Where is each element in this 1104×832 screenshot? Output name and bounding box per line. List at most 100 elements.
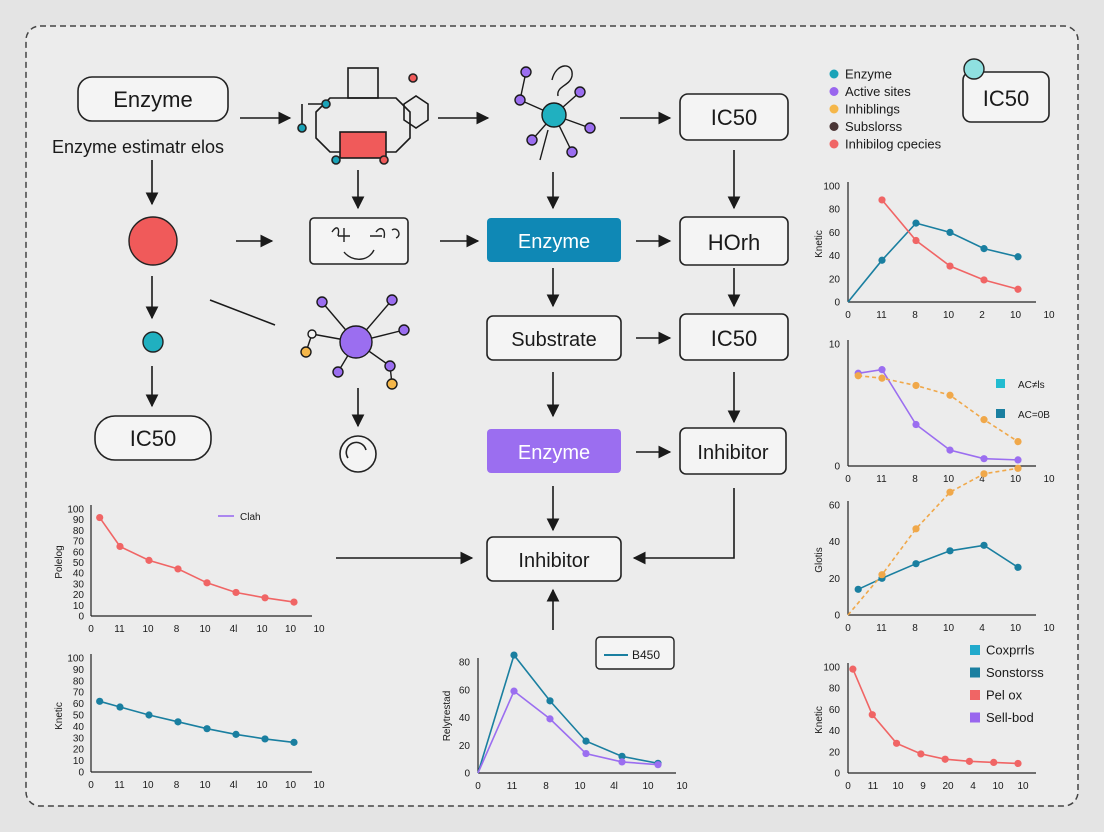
legend-marker: [829, 69, 839, 79]
x-tick-label: 0: [845, 310, 851, 321]
box-label: B450: [632, 648, 660, 662]
data-point: [854, 372, 862, 380]
box-inhibitor-right: Inhibitor: [679, 427, 787, 475]
legend-label: Pel ox: [986, 688, 1023, 703]
x-tick-label: 10: [892, 781, 904, 792]
data-point: [510, 651, 518, 659]
data-point: [878, 571, 886, 579]
data-point: [946, 391, 954, 399]
x-tick-label: 10: [256, 780, 268, 791]
y-axis-label: Relytrestad: [442, 691, 453, 742]
box-label: Enzyme: [518, 442, 590, 464]
data-point: [912, 560, 920, 568]
legend-label: Enzyme: [845, 67, 892, 82]
teal-dot-icon: [963, 58, 985, 80]
x-tick-label: 10: [943, 623, 955, 634]
data-point: [946, 262, 954, 270]
y-tick-label: 0: [834, 611, 840, 622]
x-tick-label: 11: [876, 474, 887, 485]
data-point: [980, 276, 988, 284]
data-point: [290, 598, 298, 606]
y-tick-label: 0: [78, 612, 84, 623]
legend-marker: [970, 690, 980, 700]
data-point: [203, 725, 211, 733]
x-tick-label: 10: [142, 624, 154, 635]
x-tick-label: 11: [507, 781, 518, 792]
x-tick-label: 10: [1017, 781, 1029, 792]
data-point: [261, 594, 269, 602]
caption-text: Enzyme estimatr elos: [52, 137, 224, 157]
data-point: [912, 219, 920, 227]
box-enzyme-violet: Enzyme: [487, 429, 621, 473]
data-point: [980, 416, 988, 424]
x-tick-label: 0: [845, 781, 851, 792]
legend-marker: [996, 379, 1005, 388]
y-tick-label: 60: [829, 501, 841, 512]
legend-marker: [996, 409, 1005, 418]
box-ic50-corner: IC50: [962, 58, 1050, 123]
x-tick-label: 8: [912, 310, 918, 321]
y-tick-label: 60: [73, 547, 85, 558]
y-tick-label: 60: [73, 699, 85, 710]
data-point: [980, 245, 988, 253]
x-tick-label: 4: [970, 781, 976, 792]
x-tick-label: 10: [992, 781, 1004, 792]
x-tick-label: 10: [285, 780, 297, 791]
y-tick-label: 0: [464, 769, 470, 780]
data-point: [96, 697, 104, 705]
data-point: [946, 547, 954, 555]
box-enzyme-teal: Enzyme: [487, 218, 621, 262]
y-tick-label: 10: [73, 601, 85, 612]
x-tick-label: 11: [876, 310, 887, 321]
data-point: [946, 446, 954, 454]
data-point: [980, 470, 988, 478]
cycle-icon: [339, 435, 377, 473]
data-point: [878, 366, 886, 374]
series-line: [477, 653, 659, 774]
legend-marker: [970, 712, 980, 723]
x-tick-label: 10: [943, 310, 955, 321]
box-label: Inhibitor: [518, 550, 589, 572]
y-tick-label: 20: [829, 574, 841, 585]
y-tick-label: 30: [73, 733, 85, 744]
data-point: [878, 374, 886, 382]
box-label: IC50: [711, 326, 757, 351]
legend-label: Clah: [240, 512, 261, 523]
box-b450: B450: [595, 636, 675, 670]
x-tick-label: 8: [912, 474, 918, 485]
x-tick-label: 10: [1043, 623, 1055, 634]
x-tick-label: 10: [1010, 623, 1022, 634]
legend-label: Inhibilog cpecies: [845, 137, 942, 152]
x-tick-label: 10: [142, 780, 154, 791]
x-tick-label: 10: [256, 624, 268, 635]
y-tick-label: 80: [829, 205, 841, 216]
y-tick-label: 100: [67, 654, 84, 665]
y-tick-label: 0: [78, 768, 84, 779]
x-tick-label: 8: [912, 623, 918, 634]
data-point: [116, 542, 124, 551]
box-label: IC50: [983, 86, 1029, 111]
y-tick-label: 80: [459, 658, 471, 669]
data-point: [965, 757, 974, 765]
data-point: [917, 750, 925, 758]
y-tick-label: 20: [73, 745, 85, 756]
x-tick-label: 0: [845, 623, 851, 634]
series-line: [847, 467, 1019, 616]
legend-marker: [829, 139, 839, 149]
series-line: [847, 222, 1019, 303]
teal-circle-icon: [142, 331, 164, 353]
box-enzyme-top-left: Enzyme: [77, 76, 229, 122]
x-tick-label: 8: [174, 780, 180, 791]
box-ic50-left: IC50: [94, 415, 212, 461]
data-point: [1014, 456, 1022, 464]
box-label: Enzyme: [113, 87, 192, 112]
data-point: [618, 752, 626, 760]
y-tick-label: 90: [73, 665, 85, 676]
data-point: [912, 236, 920, 245]
legend-marker: [829, 122, 839, 131]
